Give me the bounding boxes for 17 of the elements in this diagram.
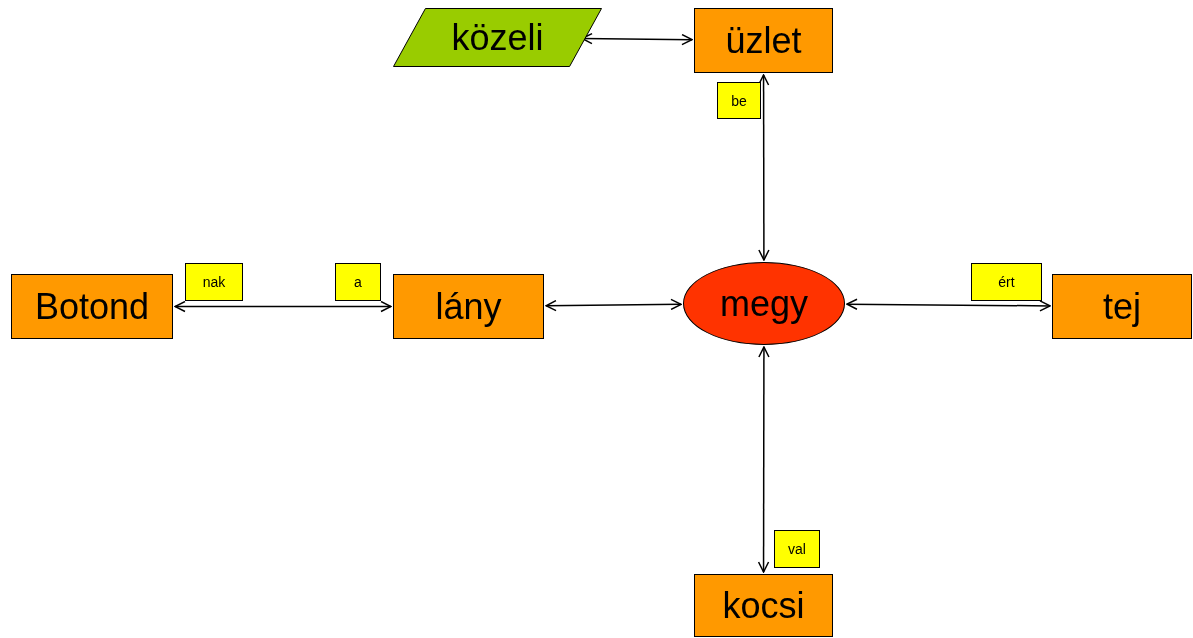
suffix-tag: be	[717, 82, 761, 119]
word-box: kocsi	[694, 574, 833, 637]
word-box: lány	[393, 274, 544, 339]
suffix-tag: val	[774, 530, 820, 568]
parallelogram-node: közeli	[393, 8, 602, 67]
suffix-tag: a	[335, 263, 381, 301]
word-box: tej	[1052, 274, 1192, 339]
double-arrow	[757, 346, 770, 573]
word-box: Botond	[11, 274, 173, 339]
double-arrow	[545, 298, 682, 312]
double-arrow	[846, 298, 1051, 312]
double-arrow	[174, 300, 392, 313]
double-arrow	[757, 74, 770, 261]
suffix-tag: nak	[185, 263, 243, 301]
ellipse-node: megy	[683, 262, 845, 345]
word-box: üzlet	[694, 8, 833, 73]
suffix-tag: ért	[971, 263, 1042, 301]
